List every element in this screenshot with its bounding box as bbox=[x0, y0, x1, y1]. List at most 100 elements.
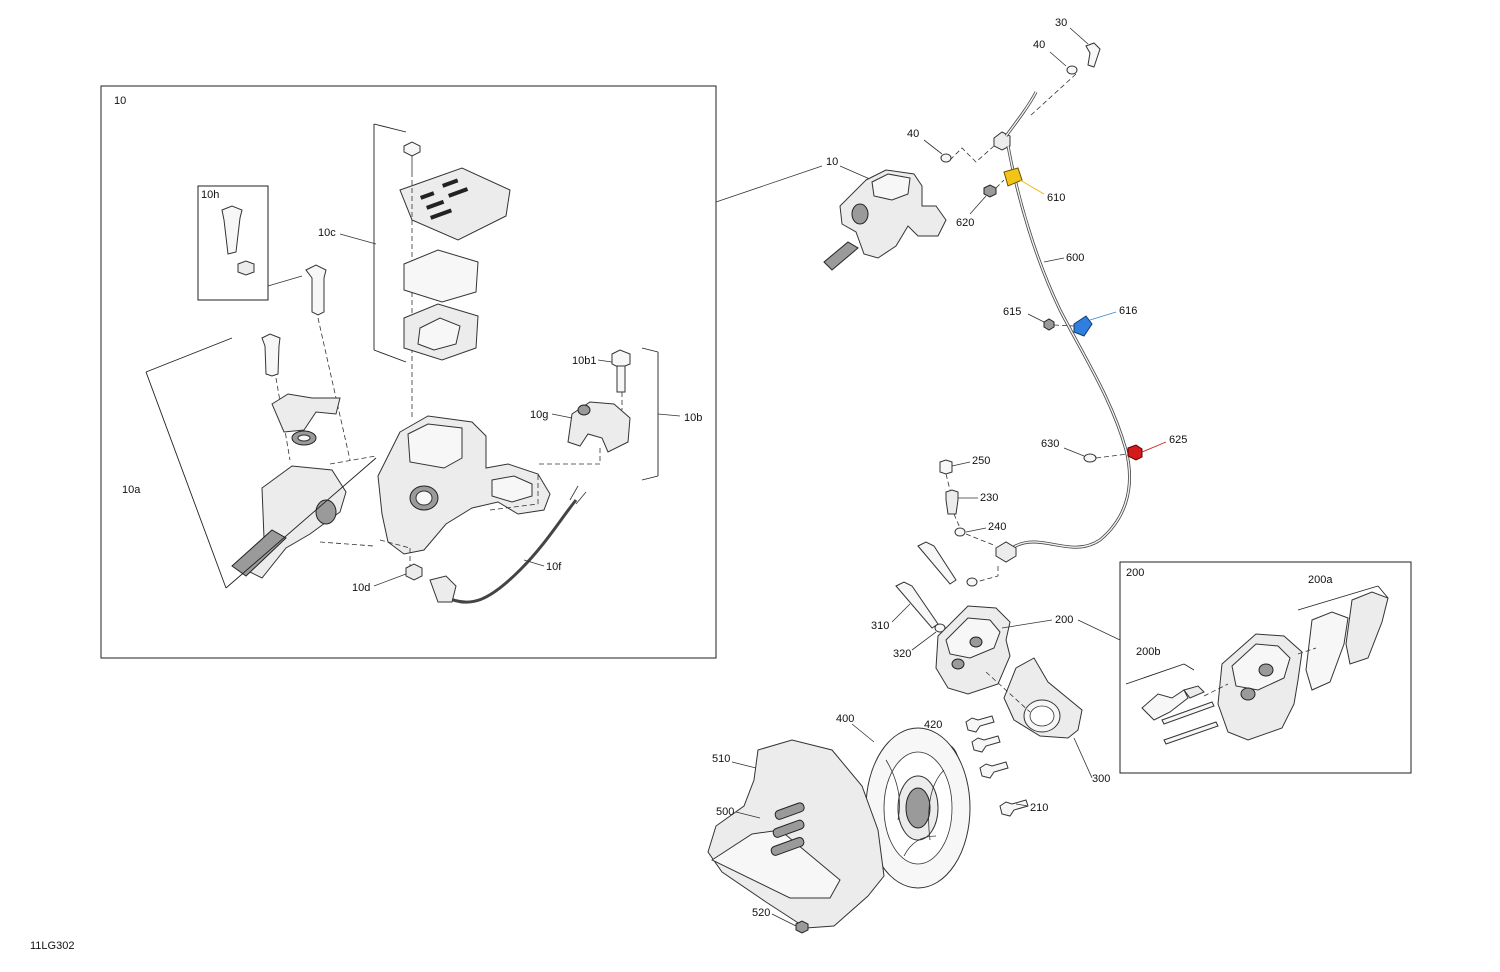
leader-inset-10 bbox=[715, 165, 823, 203]
disc-guard-500 bbox=[707, 739, 885, 929]
callout-625: 625 bbox=[1169, 434, 1187, 446]
label-10b1: 10b1 bbox=[572, 355, 596, 367]
callout-420: 420 bbox=[924, 719, 942, 731]
label-200b: 200b bbox=[1136, 646, 1160, 658]
washer-320 bbox=[934, 623, 946, 633]
inset-10-frame bbox=[100, 85, 717, 659]
callout-620: 620 bbox=[956, 217, 974, 229]
caliper-bracket-300 bbox=[1003, 657, 1083, 739]
label-10b: 10b bbox=[684, 412, 702, 424]
nut-615 bbox=[1043, 318, 1055, 331]
callout-310: 310 bbox=[871, 620, 889, 632]
nut-520 bbox=[795, 920, 809, 934]
master-cylinder-assembled bbox=[839, 169, 947, 259]
nut-620 bbox=[983, 184, 997, 198]
banjo-caliper bbox=[995, 541, 1017, 563]
bracket-10a bbox=[145, 337, 377, 589]
callout-200: 200 bbox=[1055, 614, 1073, 626]
brake-hose-600 bbox=[1006, 145, 1131, 550]
leader-inset-200 bbox=[1077, 619, 1121, 641]
inset-10-title: 10 bbox=[114, 95, 126, 107]
switch-wire-10f bbox=[443, 499, 578, 604]
main-assembly: 30 40 40 10 600 610 620 bbox=[707, 17, 1187, 934]
label-10c: 10c bbox=[318, 227, 336, 239]
callout-400: 400 bbox=[836, 713, 854, 725]
bracket-200b bbox=[1125, 663, 1195, 685]
callout-520: 520 bbox=[752, 907, 770, 919]
callout-500: 500 bbox=[716, 806, 734, 818]
pad-pin-b bbox=[1163, 721, 1219, 745]
brake-lever-grip bbox=[231, 529, 287, 577]
label-10d: 10d bbox=[352, 582, 370, 594]
callout-230: 230 bbox=[980, 492, 998, 504]
callout-615: 615 bbox=[1003, 306, 1021, 318]
caliper-bolt-upper bbox=[917, 541, 957, 585]
reservoir-cover bbox=[399, 167, 511, 241]
callout-600: 600 bbox=[1066, 252, 1084, 264]
callout-320: 320 bbox=[893, 648, 911, 660]
washer-40-mid bbox=[940, 153, 952, 163]
callout-30: 30 bbox=[1055, 17, 1067, 29]
pin-upper bbox=[305, 264, 351, 461]
inset-10h-frame bbox=[197, 185, 269, 301]
label-10f: 10f bbox=[546, 561, 562, 573]
clamp-610 bbox=[1003, 167, 1023, 187]
callout-10: 10 bbox=[826, 156, 838, 168]
label-10h: 10h bbox=[201, 189, 219, 201]
label-10a: 10a bbox=[122, 484, 141, 496]
screw-10c bbox=[403, 141, 421, 172]
bracket-200a bbox=[1297, 585, 1389, 611]
washer-630 bbox=[1083, 453, 1097, 463]
clip-625 bbox=[1127, 444, 1143, 461]
pin-10h bbox=[221, 205, 255, 276]
callout-616: 616 bbox=[1119, 305, 1137, 317]
diaphragm-plate bbox=[403, 249, 479, 303]
inset-200-title: 200 bbox=[1126, 567, 1144, 579]
washer-40-top bbox=[1066, 65, 1078, 75]
pad-pin-a bbox=[1161, 701, 1215, 725]
brake-pad-inner bbox=[1305, 611, 1349, 691]
callout-610: 610 bbox=[1047, 192, 1065, 204]
label-10g: 10g bbox=[530, 409, 548, 421]
lever-cam bbox=[271, 393, 341, 433]
bleed-cap-250 bbox=[939, 459, 953, 475]
caliper-bolt-310 bbox=[895, 581, 939, 629]
cover-hatching bbox=[420, 178, 469, 220]
switch-10f bbox=[429, 575, 457, 603]
label-200a: 200a bbox=[1308, 574, 1333, 586]
bolt-210-a bbox=[965, 715, 995, 733]
bolt-210-b bbox=[971, 735, 1001, 753]
callout-300: 300 bbox=[1092, 773, 1110, 785]
guard-vents bbox=[770, 802, 805, 856]
callout-40-mid: 40 bbox=[907, 128, 919, 140]
callout-210: 210 bbox=[1030, 802, 1048, 814]
brake-disc-400 bbox=[865, 727, 971, 889]
nut-10d bbox=[405, 563, 423, 581]
pad-spring bbox=[1141, 689, 1189, 721]
bracket-10b bbox=[641, 347, 659, 481]
callout-630: 630 bbox=[1041, 438, 1059, 450]
bleeder-230 bbox=[945, 489, 959, 515]
inset-200: 200 200a 200b bbox=[1119, 561, 1412, 774]
clamp-616 bbox=[1073, 315, 1093, 337]
callout-250: 250 bbox=[972, 455, 990, 467]
master-cylinder-lever bbox=[823, 241, 859, 271]
bracket-10c bbox=[373, 123, 407, 363]
callout-40-top: 40 bbox=[1033, 39, 1045, 51]
bolt-210-d bbox=[999, 799, 1029, 817]
callout-240: 240 bbox=[988, 521, 1006, 533]
screw-30 bbox=[1085, 42, 1101, 68]
callout-510: 510 bbox=[712, 753, 730, 765]
leader-610 bbox=[1019, 179, 1045, 195]
bolt-210-c bbox=[979, 761, 1009, 779]
leader-616 bbox=[1089, 311, 1117, 321]
bolt-10b1 bbox=[611, 349, 631, 393]
inset-200-frame bbox=[1119, 561, 1412, 774]
washer-240 bbox=[954, 527, 966, 537]
inset-10: 10 10h 10a bbox=[100, 85, 717, 659]
spring bbox=[291, 430, 317, 446]
leader-625 bbox=[1141, 441, 1167, 453]
brake-pad-outer bbox=[1345, 591, 1389, 665]
drawing-id: 11LG302 bbox=[30, 940, 74, 952]
